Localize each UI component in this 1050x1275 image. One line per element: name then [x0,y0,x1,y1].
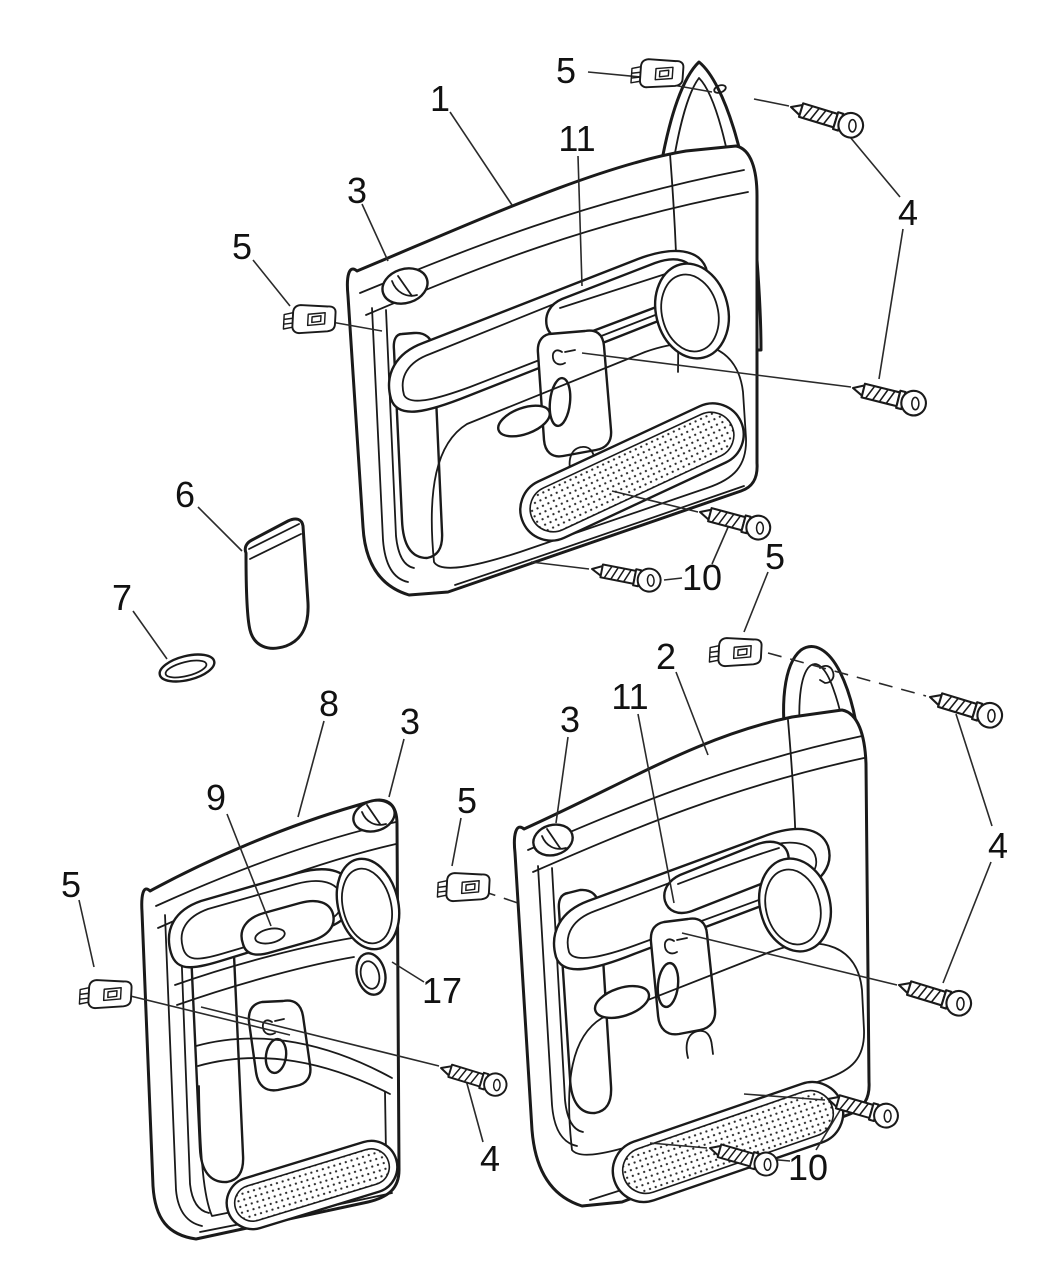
leader-line [530,561,590,570]
callout-label: 10 [682,557,722,598]
leader-line [200,1006,440,1067]
leader-line [555,736,569,824]
callout-label: 2 [656,636,676,677]
screw [695,499,774,544]
speaker-ring [335,857,401,951]
leader-line [878,228,904,380]
ring-item-7 [158,653,216,683]
retainer-clip [78,978,133,1011]
callout-label: 4 [480,1138,500,1179]
leader-line [449,111,513,206]
retainer-clip [629,56,685,91]
leader-line [753,98,790,107]
leader-line [297,720,325,818]
callout-label: 11 [611,676,648,717]
screw [925,684,1007,732]
callout-label: 4 [898,192,918,233]
leader-line [132,610,168,660]
leader-line [942,861,992,984]
callout-label: 5 [457,780,477,821]
retainer-clip [708,636,763,669]
leader-line [197,506,243,552]
callout-label: 9 [206,777,226,818]
speaker-grille [225,1139,399,1231]
leader-line [767,652,927,697]
leader-line [675,671,709,756]
leader-line [743,1093,826,1101]
callout-label: 11 [558,118,595,159]
leader-line [681,932,898,986]
leader-line [649,1142,708,1149]
leader-line [663,577,683,581]
callout-label: 8 [319,683,339,724]
leader-line [391,961,425,983]
leader-line [465,1079,484,1143]
leader-line [743,571,769,633]
callout-label: 3 [400,701,420,742]
callout-label: 1 [430,78,450,119]
leader-line [388,738,405,798]
callout-label: 5 [232,226,252,267]
leader-line [361,203,389,262]
callout-label: 5 [556,50,576,91]
leader-line [711,524,730,565]
callout-label: 7 [112,577,132,618]
leader-line [451,817,462,867]
cap-item-6 [243,517,310,650]
retainer-clip [436,871,491,904]
leader-line [815,1106,843,1151]
front-door-trim-panel-bottom [512,645,871,1208]
leader-line [581,352,852,388]
screw [786,94,868,142]
leader-line [117,992,291,1036]
speaker-ring [757,857,833,953]
leader-line [955,713,993,827]
leader-line [637,713,675,904]
leader-line [587,71,642,78]
leader-line [252,259,291,307]
callout-label: 4 [988,825,1008,866]
leader-line [611,490,699,513]
speaker-grille [519,402,745,542]
rear-door-trim-panel [140,798,401,1241]
callout-label: 10 [788,1147,828,1188]
speaker-ring [653,262,731,360]
leader-line [78,899,95,968]
screw [848,374,930,420]
leader-line [577,155,583,287]
callout-label: 5 [61,864,81,905]
callout-label: 17 [422,970,462,1011]
callout-label: 3 [560,699,580,740]
retainer-clip [282,303,337,336]
callout-label: 6 [175,474,195,515]
leader-line [226,813,272,927]
callout-label: 3 [347,170,367,211]
front-door-trim-panel-top [345,60,763,597]
screw [588,556,664,595]
callout-label: 5 [765,536,785,577]
screw [894,972,976,1020]
screw [436,1056,511,1100]
